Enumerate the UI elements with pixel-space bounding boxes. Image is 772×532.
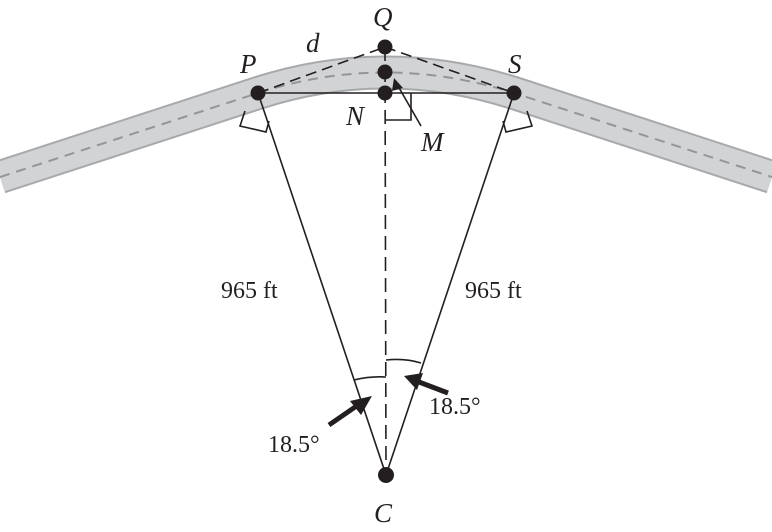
point-m (377, 64, 393, 80)
label-n: N (345, 101, 366, 131)
radius-line-right (385, 92, 515, 476)
right-angle-marker-s (502, 110, 534, 133)
dashed-line-qs (384, 46, 515, 94)
label-m: M (420, 127, 445, 157)
label-radius-left: 965 ft (221, 278, 278, 304)
label-q: Q (373, 2, 393, 32)
label-angle-right: 18.5° (429, 394, 481, 420)
angle-arc-left (353, 376, 387, 381)
point-p (250, 85, 266, 101)
right-angle-marker-p (238, 110, 270, 133)
point-q (377, 39, 393, 55)
label-d: d (306, 28, 320, 58)
arrow-angle-right (404, 373, 449, 396)
point-s (506, 85, 522, 101)
arrow-angle-left (327, 396, 372, 428)
dashed-line-pq (257, 46, 386, 94)
label-angle-left: 18.5° (268, 432, 320, 458)
arrow-m (392, 78, 422, 127)
point-c (378, 467, 394, 483)
angle-arc-right (385, 358, 422, 364)
label-c: C (374, 498, 393, 528)
dashed-center-line (384, 46, 387, 476)
label-s: S (508, 49, 522, 79)
label-radius-right: 965 ft (465, 278, 522, 304)
radius-line-left (257, 92, 387, 476)
label-p: P (239, 49, 257, 79)
point-n (377, 85, 393, 101)
right-angle-marker-n (386, 93, 412, 121)
